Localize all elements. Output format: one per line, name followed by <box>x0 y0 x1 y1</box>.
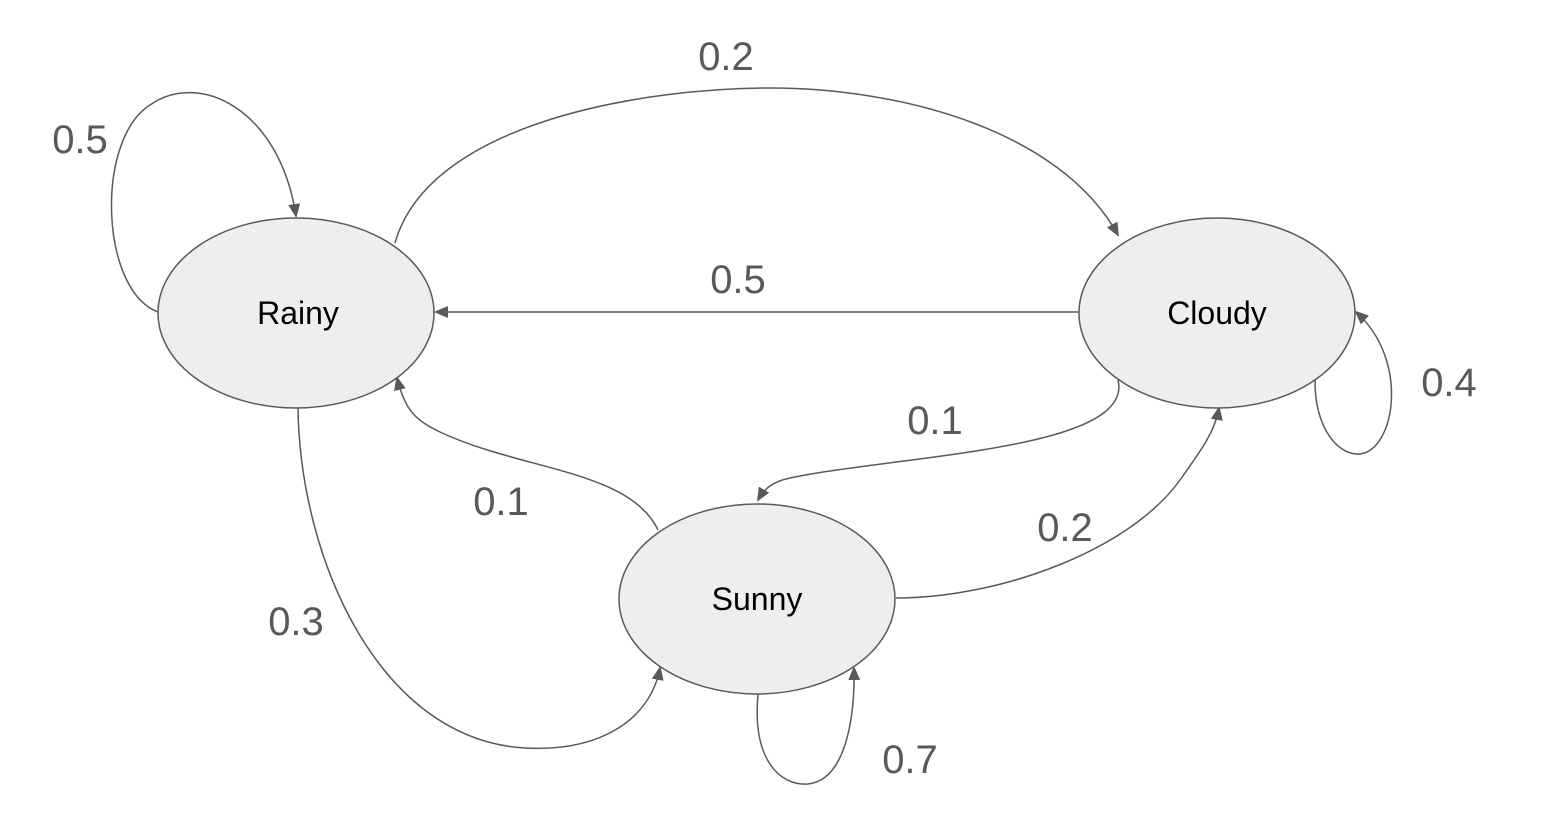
edge-label-cloudy-to-cloudy: 0.4 <box>1421 361 1477 405</box>
edge-sunny-to-sunny <box>756 666 861 785</box>
edge-label-sunny-to-cloudy: 0.2 <box>1037 506 1093 550</box>
edge-rainy-to-cloudy <box>394 87 1119 244</box>
state-cloudy[interactable]: Cloudy <box>1078 217 1356 409</box>
edge-sunny-to-rainy <box>394 376 659 531</box>
edge-label-rainy-to-rainy: 0.5 <box>52 118 108 162</box>
edge-label-cloudy-to-sunny: 0.1 <box>907 399 963 443</box>
state-rainy[interactable]: Rainy <box>157 217 435 409</box>
edge-sunny-to-cloudy <box>895 406 1223 599</box>
edge-cloudy-to-cloudy <box>1314 310 1393 455</box>
edge-cloudy-to-sunny <box>756 379 1120 502</box>
state-sunny-label: Sunny <box>712 581 803 617</box>
edge-label-cloudy-to-rainy: 0.5 <box>710 258 766 302</box>
state-rainy-shape <box>157 217 435 409</box>
edge-label-sunny-to-rainy: 0.1 <box>473 480 529 524</box>
state-cloudy-label: Cloudy <box>1167 295 1267 331</box>
edge-rainy-to-sunny <box>297 407 664 750</box>
edge-label-rainy-to-cloudy: 0.2 <box>698 35 754 79</box>
state-sunny-shape <box>618 503 896 695</box>
state-cloudy-shape <box>1078 217 1356 409</box>
edge-rainy-to-rainy <box>110 91 301 313</box>
edge-label-rainy-to-sunny: 0.3 <box>268 600 324 644</box>
edge-label-sunny-to-sunny: 0.7 <box>882 738 938 782</box>
state-rainy-label: Rainy <box>257 295 339 331</box>
state-sunny[interactable]: Sunny <box>618 503 896 695</box>
